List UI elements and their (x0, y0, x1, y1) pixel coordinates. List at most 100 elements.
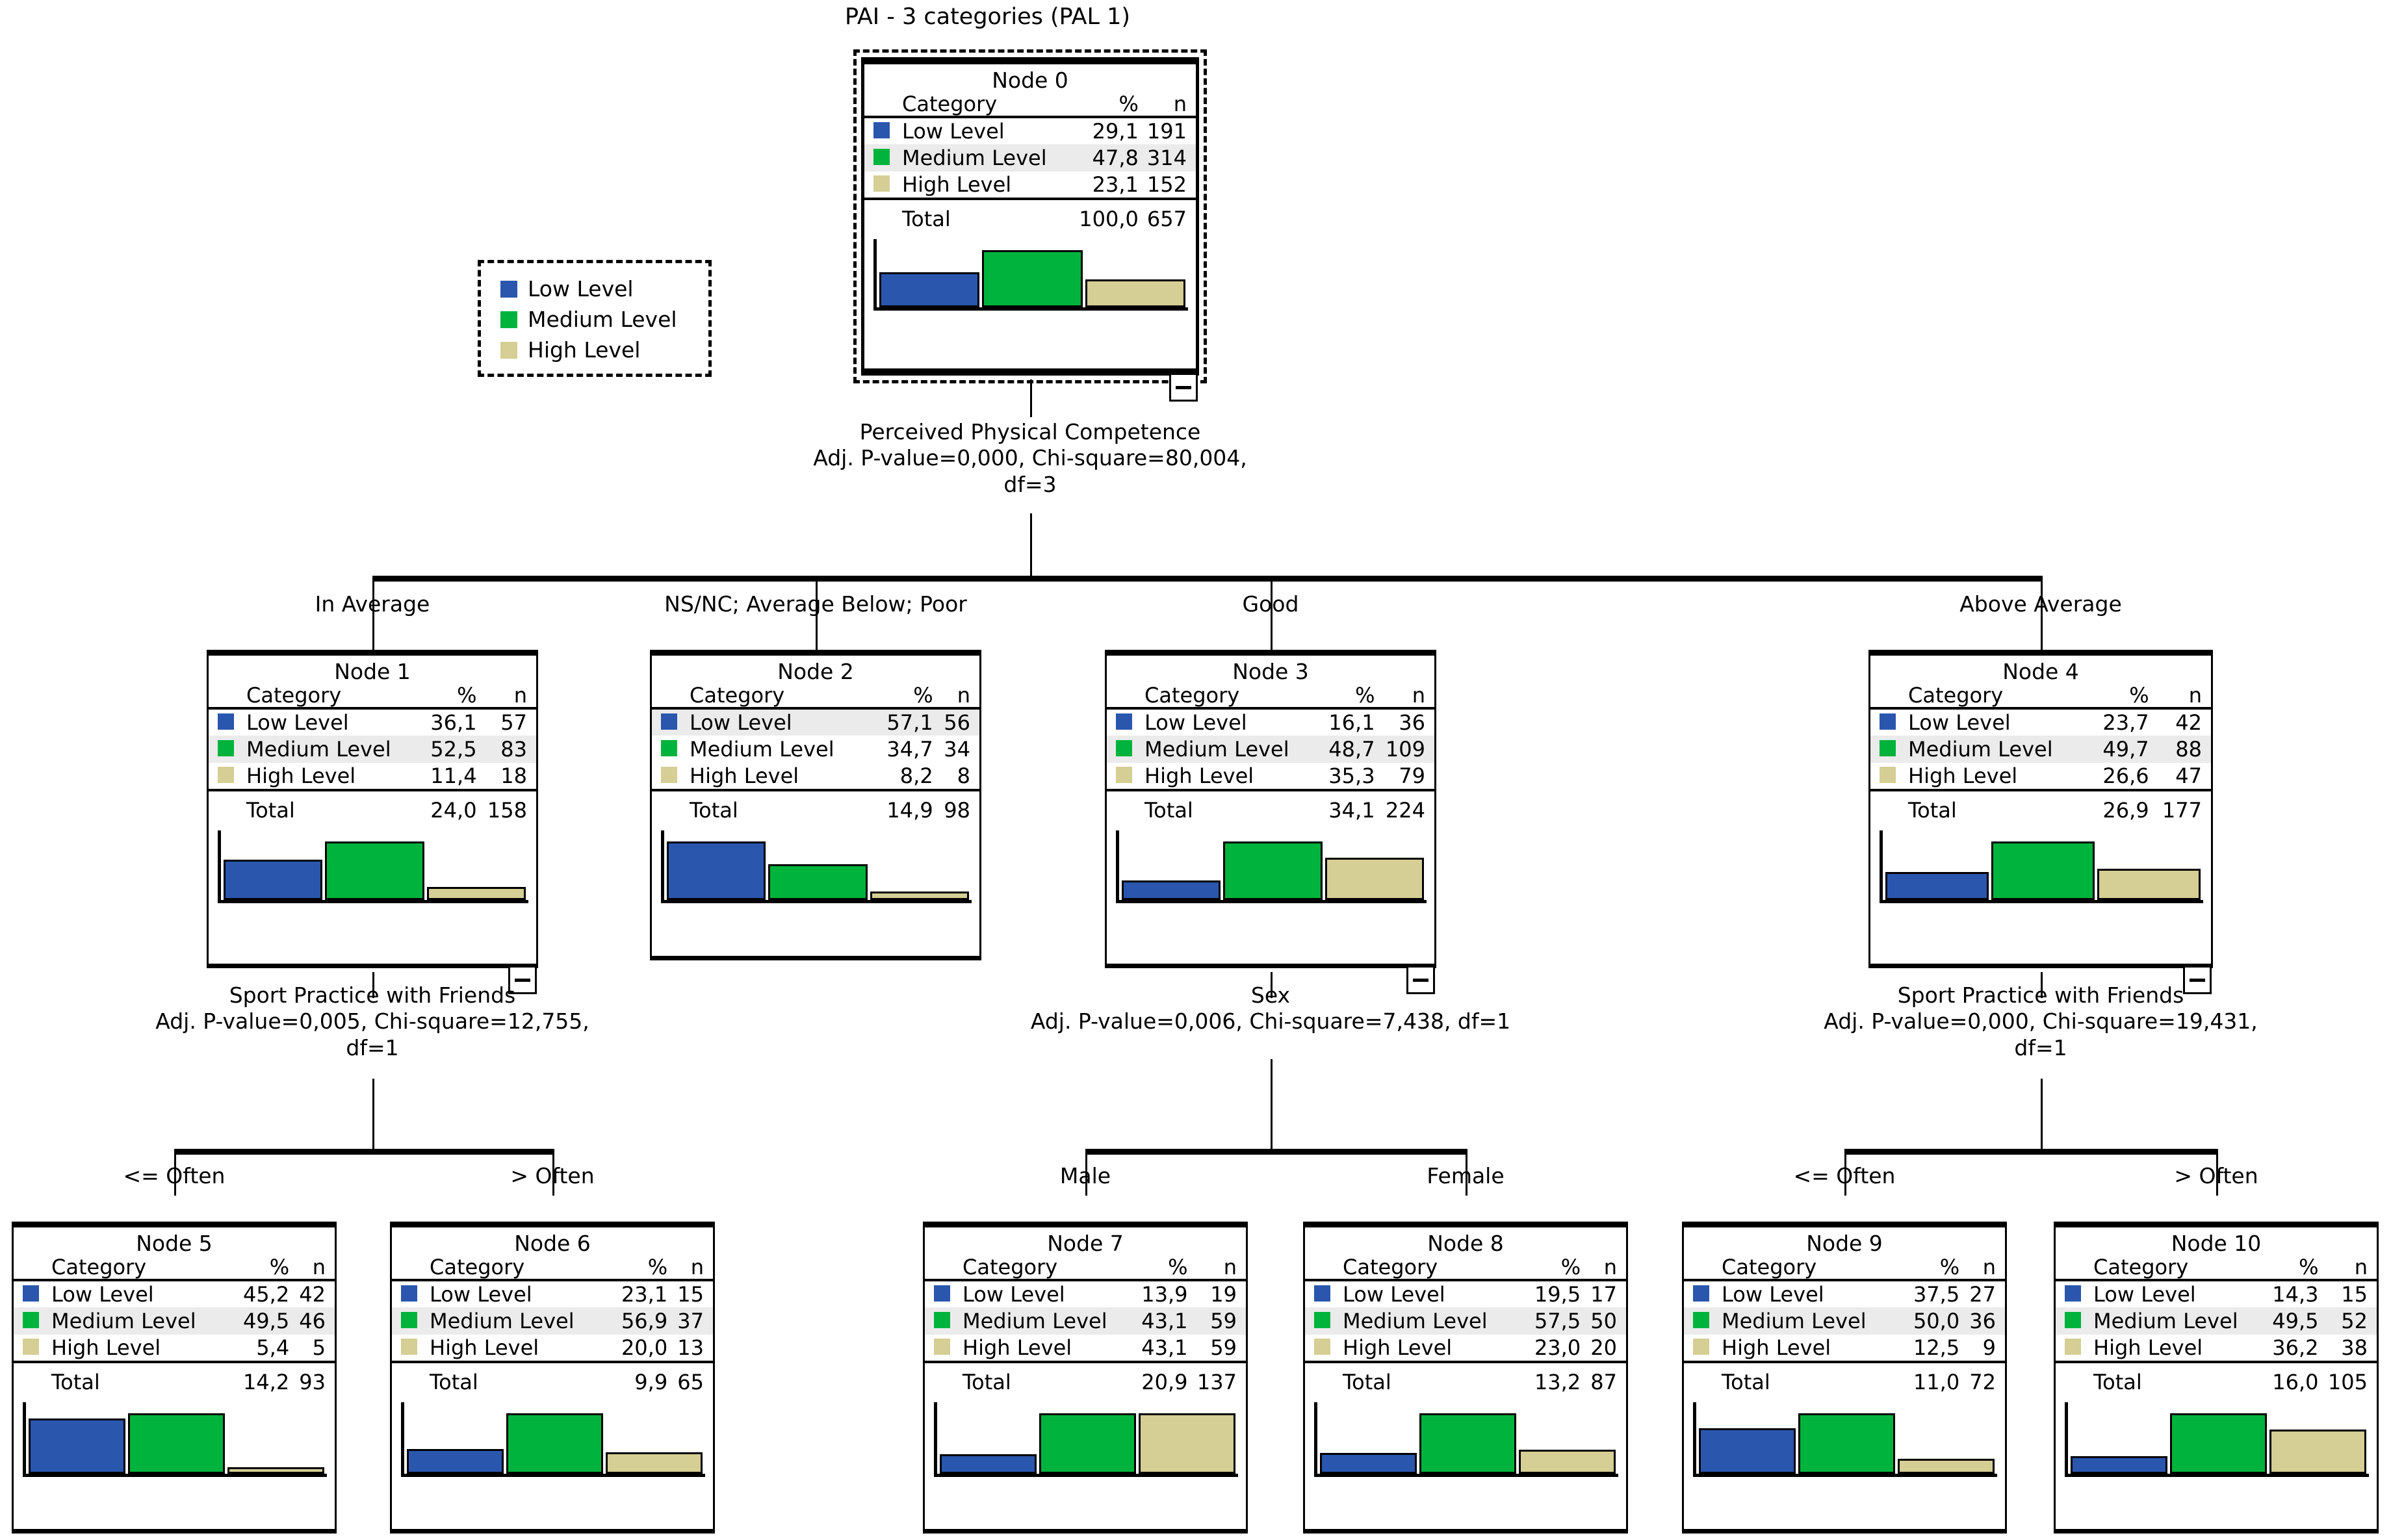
barchart-bars (1122, 830, 1424, 901)
category-pct: 12,5 (1903, 1335, 1963, 1364)
total-swatch-spacer (209, 790, 246, 827)
category-count: 19 (1210, 1282, 1237, 1307)
total-swatch-spacer (925, 1362, 963, 1398)
category-count: 17 (1590, 1282, 1617, 1307)
connector-root-hbar (372, 576, 2041, 582)
category-pct: 49,7 (2102, 737, 2149, 762)
total-count: 72 (1969, 1370, 1996, 1395)
category-swatch-icon (1684, 1280, 1722, 1307)
column-header-pct: % (422, 685, 480, 710)
category-label: Medium Level (430, 1309, 575, 1334)
total-pct: 16,0 (2272, 1370, 2319, 1395)
connector-node1-stub (372, 972, 374, 998)
table-header-row: Category%n (1684, 1257, 2005, 1282)
category-label: Low Level (902, 119, 1005, 144)
category-count: 20 (1583, 1335, 1626, 1364)
legend-item-low: Low Level (500, 274, 708, 304)
category-count: 152 (1141, 172, 1196, 201)
node-title-node8: Node 8 (1427, 1231, 1504, 1256)
total-count: 98 (944, 798, 970, 823)
category-swatch-icon (1870, 736, 1908, 763)
category-swatch-icon (864, 144, 902, 172)
category-label: Medium Level (51, 1309, 196, 1334)
table-header-row: Category%n (1107, 685, 1434, 710)
table-header-row: Category%n (925, 1257, 1246, 1282)
category-swatch-icon (2056, 1280, 2093, 1307)
bar-medium (1798, 1413, 1895, 1474)
table-header-row: Category%n (652, 685, 979, 710)
category-count: 38 (2321, 1335, 2377, 1364)
total-swatch-spacer (392, 1362, 430, 1398)
category-label: High Level (690, 763, 876, 792)
node-title-node0: Node 0 (992, 68, 1068, 93)
category-count: 15 (2341, 1282, 2368, 1307)
barchart-bars (407, 1402, 703, 1474)
bar-high (1325, 858, 1424, 901)
minus-icon (2190, 978, 2205, 982)
collapse-button-node4[interactable] (2183, 966, 2212, 994)
legend-label-medium: Medium Level (528, 307, 677, 332)
connector-level1-lower-1 (816, 604, 818, 650)
collapse-button-node3[interactable] (1406, 966, 1435, 994)
column-header-category: Category (1722, 1257, 1904, 1282)
category-count: 27 (1969, 1282, 1996, 1307)
category-swatch-icon (1305, 1280, 1343, 1307)
column-header-n: n (1377, 685, 1434, 710)
category-swatch-icon (392, 1307, 430, 1335)
node-title-node4: Node 4 (2002, 659, 2079, 684)
node-barchart-node2 (661, 830, 972, 904)
collapse-button-node1[interactable] (508, 966, 537, 994)
header-swatch-spacer (1870, 685, 1908, 710)
split-label-node4: Sport Practice with Friends Adj. P-value… (1824, 982, 2258, 1060)
column-header-category: Category (902, 94, 1072, 119)
total-label: Total (1722, 1370, 1770, 1395)
collapse-button-node0[interactable] (1169, 373, 1198, 402)
category-swatch-icon (925, 1280, 963, 1307)
category-pct: 43,1 (1141, 1309, 1188, 1334)
legend-swatch-medium-icon (500, 311, 517, 328)
bar-high (870, 892, 969, 901)
bar-high (1519, 1450, 1616, 1474)
minus-icon (515, 978, 530, 982)
total-pct: 13,2 (1534, 1370, 1581, 1395)
column-header-category: Category (1908, 685, 2093, 710)
column-header-n: n (292, 1257, 335, 1282)
column-header-n: n (479, 685, 536, 710)
connector-node3-child-1 (1466, 1149, 1467, 1196)
connector-node1-child-0 (174, 1149, 176, 1196)
connector-level1-lower-0 (372, 604, 374, 650)
category-count: 42 (299, 1282, 326, 1307)
category-swatch-icon (864, 117, 902, 144)
total-count: 177 (2162, 798, 2202, 823)
header-swatch-spacer (1684, 1257, 1722, 1282)
category-count: 36 (1969, 1309, 1996, 1334)
total-count: 87 (1590, 1370, 1617, 1395)
column-header-category: Category (2093, 1257, 2266, 1282)
column-header-n: n (670, 1257, 713, 1282)
category-pct: 50,0 (1913, 1309, 1960, 1334)
category-count: 5 (292, 1335, 335, 1364)
